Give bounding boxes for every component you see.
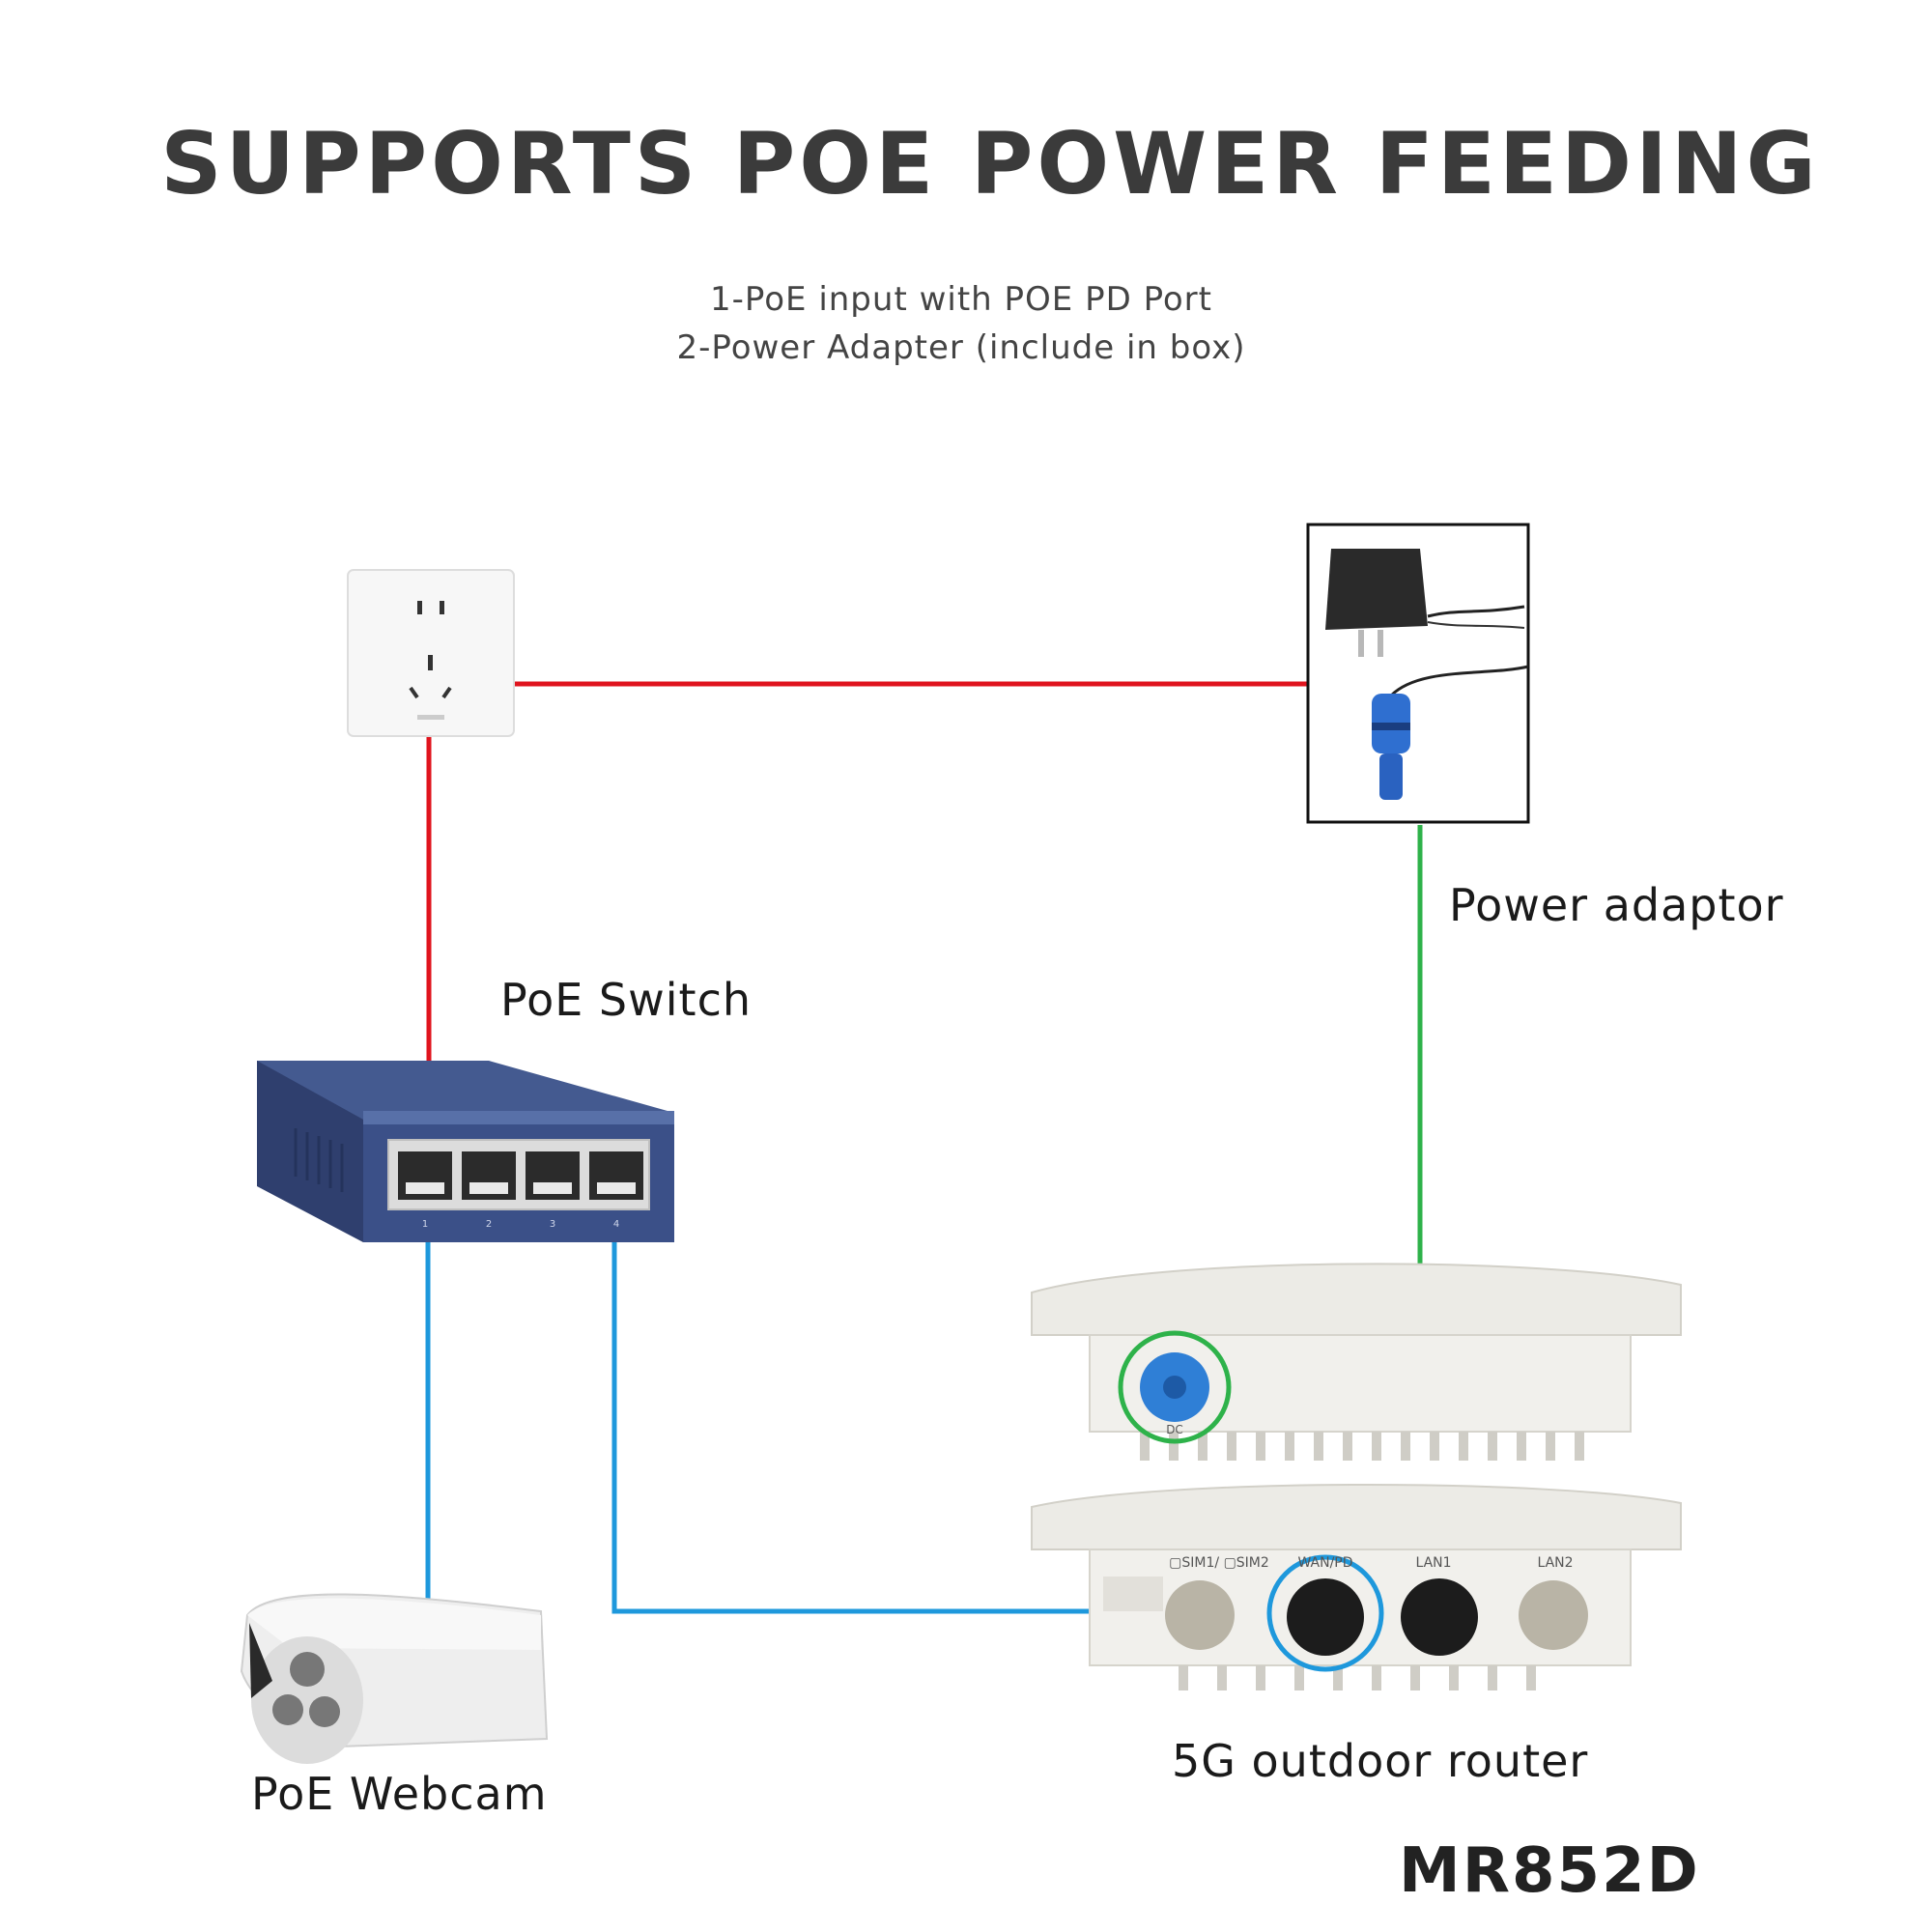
switch-port-number: 1: [422, 1219, 428, 1230]
webcam-icon: [240, 1593, 549, 1764]
ethernet-line-switch-to-router: [611, 1177, 1273, 1614]
router-label: 5G outdoor router: [1172, 1735, 1589, 1787]
switch-port-number: 4: [613, 1219, 619, 1230]
lan2-label: LAN2: [1537, 1555, 1573, 1571]
outdoor-router-bottom-icon: ▢SIM1/ ▢SIM2 WAN/PD LAN1 LAN2: [1031, 1483, 1682, 1690]
page-title: SUPPORTS POE POWER FEEDING: [160, 114, 1820, 213]
wan-pd-port-icon: [1287, 1578, 1364, 1656]
model-number: MR852D: [1399, 1835, 1700, 1907]
poe-switch-label: PoE Switch: [500, 974, 753, 1026]
poe-switch-icon: [257, 1061, 674, 1242]
dc-port-highlight-circle: [1118, 1330, 1232, 1444]
wall-socket-icon: [347, 569, 515, 737]
subtitle-line-1: 1-PoE input with POE PD Port: [710, 280, 1212, 319]
switch-port-number: 3: [550, 1219, 555, 1230]
switch-port-number: 2: [486, 1219, 492, 1230]
power-adapter-icon: [1306, 523, 1530, 824]
dc-port-label: DC: [1166, 1423, 1183, 1436]
outdoor-router-top-icon: DC: [1031, 1263, 1682, 1461]
power-adaptor-label: Power adaptor: [1449, 879, 1784, 931]
lan1-label: LAN1: [1415, 1555, 1451, 1571]
wan-pd-label: WAN/PD: [1297, 1555, 1352, 1571]
poe-webcam-label: PoE Webcam: [251, 1768, 548, 1820]
wan-pd-highlight-circle: [1266, 1554, 1384, 1672]
subtitle-line-2: 2-Power Adapter (include in box): [676, 328, 1246, 367]
sim-label: ▢SIM1/ ▢SIM2: [1169, 1555, 1269, 1571]
